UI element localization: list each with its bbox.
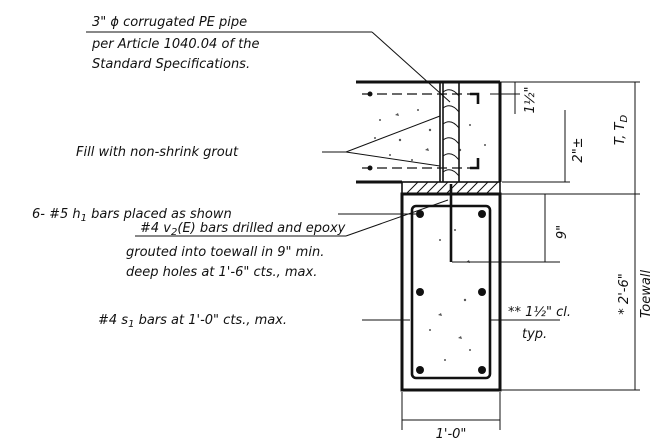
v2-bars-note-line2: grouted into toewall in 9" min. [126,245,324,260]
pipe-note-line3: Standard Specifications. [92,57,250,72]
leader-lines [86,31,451,321]
h1-bars-note-num: 6- #5 h [32,207,81,222]
toewall [400,184,502,392]
corrugated-pipe [442,82,460,182]
pipe-note-line1: 3" ϕ corrugated PE pipe [92,15,247,30]
s1-bars-note-sub: 1 [128,319,134,330]
dim-slab-thickness: T, TD [613,115,630,146]
dim-toewall-label: Toewall [639,270,654,318]
v2-bars-note-line3: deep holes at 1'-6" cts., max. [126,265,317,280]
dim-toewall-height: * 2'-6" [617,273,632,314]
s1-bars-note-b: bars at 1'-0" cts., max. [134,313,287,328]
v2-bars-note-a: #4 v [140,221,171,236]
dim-slab-thickness-sub: D [619,115,630,123]
dim-one-half: 1½" [523,87,538,114]
h1-bars-note-sub: 1 [81,213,87,224]
dim-slab-thickness-main: T, T [613,121,628,145]
pipe-note-line2: per Article 1040.04 of the [91,37,259,52]
h1-bars-note: 6- #5 h1 bars placed as shown [32,207,232,224]
slab [356,80,502,184]
v2-bars-note-sub: 2 [171,227,177,238]
dim-width: 1'-0" [436,427,467,442]
dimension-lines [401,81,640,430]
v2-bars-note-line1: #4 v2(E) bars drilled and epoxy [140,221,346,238]
s1-bars-note: #4 s1 bars at 1'-0" cts., max. [98,313,287,330]
h1-bars-note-tail: bars placed as shown [87,207,232,222]
dim-clear-cover-line1: ** 1½" cl. [508,305,571,320]
fill-grout-note: Fill with non-shrink grout [76,145,239,160]
dim-clear-cover-line2: typ. [522,327,547,342]
s1-bars-note-a: #4 s [98,313,128,328]
v2-bars-note-b: (E) bars drilled and epoxy [177,221,345,236]
dim-nine-inch: 9" [555,225,570,239]
dim-two-plus-minus: 2"± [571,137,586,162]
